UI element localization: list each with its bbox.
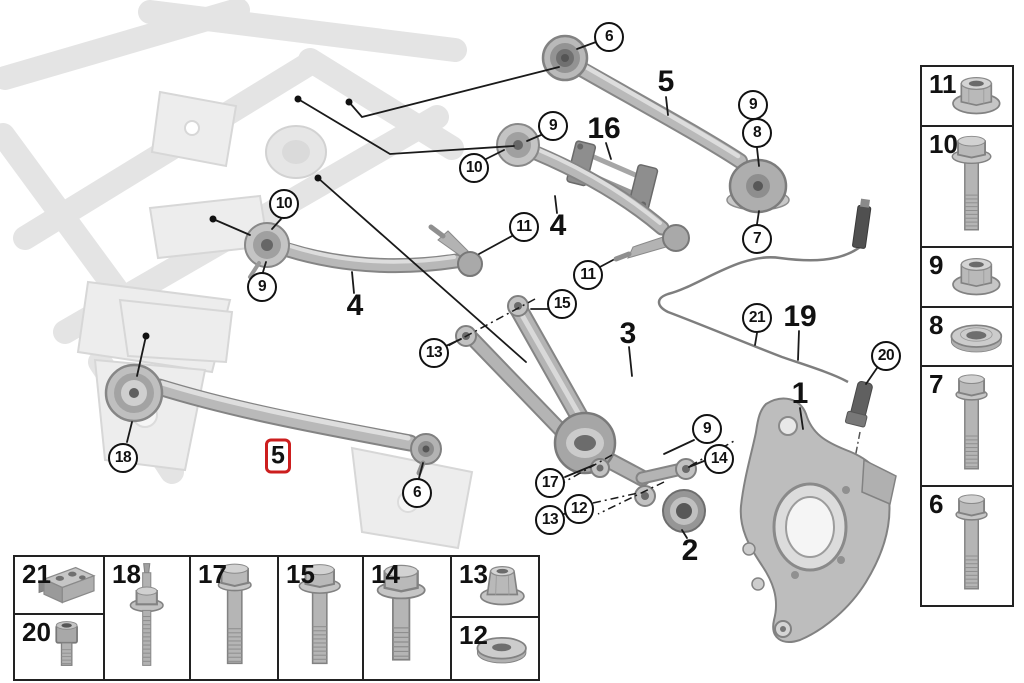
fastener-box-label: 9 (929, 250, 944, 280)
fastener-box-label: 17 (198, 559, 227, 589)
part-label-1[interactable]: 1 (791, 377, 809, 410)
camber-arm-right-shape (496, 123, 690, 262)
fastener-box-21[interactable]: 21 (13, 555, 105, 615)
fastener-box-label: 20 (22, 617, 51, 647)
mount-point-dots (142, 95, 353, 340)
fastener-icon-wrap (32, 619, 101, 676)
fastener-icon-wrap (933, 371, 1010, 482)
fastener-box-15[interactable]: 15 (277, 555, 364, 681)
lower-control-arm-shape (455, 295, 697, 507)
fastener-icon-wrap (34, 558, 101, 613)
fastener-box-label: 21 (22, 559, 51, 589)
flange-bolt-long-icon (298, 564, 341, 665)
fastener-box-13[interactable]: 13 (450, 555, 540, 618)
trailing-arm-upper-shape (541, 34, 790, 214)
fastener-icon-wrap (354, 560, 448, 677)
hex-bolt-long-icon (955, 374, 988, 470)
fastener-icon-wrap (943, 309, 1010, 364)
callout-circle-21[interactable]: 21 (742, 303, 772, 333)
flange-nut-icon (952, 258, 1001, 296)
flange-bolt-medium-icon (376, 564, 426, 661)
callout-circle-6[interactable]: 6 (402, 478, 432, 508)
hex-bolt-long-icon (955, 494, 988, 590)
fastener-box-10[interactable]: 10 (920, 125, 1014, 248)
flange-nut-icon (952, 77, 1001, 115)
callout-circle-15[interactable]: 15 (547, 289, 577, 319)
callout-circle-9[interactable]: 9 (738, 90, 768, 120)
rear-subframe-shape (0, 0, 474, 550)
callout-circle-11[interactable]: 11 (509, 212, 539, 242)
callout-circle-9[interactable]: 9 (692, 414, 722, 444)
fastener-box-label: 15 (286, 559, 315, 589)
fastener-box-17[interactable]: 17 (189, 555, 279, 681)
stud-long-icon (129, 563, 164, 666)
callout-circle-13[interactable]: 13 (419, 338, 449, 368)
fastener-icon-wrap (943, 69, 1010, 124)
callout-circle-18[interactable]: 18 (108, 443, 138, 473)
fastener-icon-wrap (467, 620, 536, 677)
fastener-box-label: 18 (112, 559, 141, 589)
part-label-4[interactable]: 4 (346, 289, 364, 322)
callout-circle-10[interactable]: 10 (269, 189, 299, 219)
fastener-box-label: 11 (929, 69, 957, 99)
wheel-carrier-shape (739, 397, 897, 643)
callout-circle-14[interactable]: 14 (704, 444, 734, 474)
fastener-box-label: 13 (459, 559, 488, 589)
callout-circle-17[interactable]: 17 (535, 468, 565, 498)
flange-bolt-long-icon (951, 135, 992, 231)
callout-circle-9[interactable]: 9 (538, 111, 568, 141)
part-label-2[interactable]: 2 (681, 534, 699, 567)
part-label-3[interactable]: 3 (619, 317, 637, 350)
callout-circle-6[interactable]: 6 (594, 22, 624, 52)
callout-circle-8[interactable]: 8 (742, 118, 772, 148)
abs-sensor-cable-shape (657, 198, 873, 506)
fastener-box-label: 12 (459, 620, 488, 650)
part-label-16[interactable]: 16 (587, 112, 621, 145)
fastener-icon-wrap (933, 491, 1010, 602)
fastener-box-7[interactable]: 7 (920, 365, 1014, 487)
callout-circle-9[interactable]: 9 (247, 272, 277, 302)
fastener-box-label: 10 (929, 129, 958, 159)
cable-connector-shape (852, 198, 872, 249)
fastener-box-label: 7 (929, 369, 944, 399)
washer-large-icon (950, 324, 1003, 352)
cable-holder-icon (38, 566, 96, 604)
fastener-box-9[interactable]: 9 (920, 246, 1014, 308)
callout-circle-7[interactable]: 7 (742, 224, 772, 254)
fastener-box-20[interactable]: 20 (13, 613, 105, 681)
callout-circle-20[interactable]: 20 (871, 341, 901, 371)
socket-screw-icon (55, 621, 78, 666)
fastener-box-14[interactable]: 14 (362, 555, 452, 681)
fastener-icon-wrap (469, 559, 536, 614)
fastener-box-label: 14 (371, 559, 400, 589)
hex-bolt-long-icon (217, 563, 252, 665)
fastener-box-6[interactable]: 6 (920, 485, 1014, 607)
fastener-icon-wrap (279, 560, 360, 677)
highlighted-part-label-5[interactable]: 5 (265, 438, 291, 474)
fastener-icon-wrap (943, 250, 1010, 305)
flange-locknut-icon (480, 565, 526, 605)
fastener-icon-wrap (933, 131, 1010, 242)
camber-arm-left-shape (244, 222, 483, 279)
fastener-icon-wrap (106, 560, 187, 677)
fastener-box-label: 8 (929, 310, 944, 340)
fastener-box-18[interactable]: 18 (103, 555, 191, 681)
washer-flat-icon (476, 636, 527, 663)
wheel-speed-sensor-shape (844, 380, 873, 428)
fastener-box-11[interactable]: 11 (920, 65, 1014, 127)
fastener-box-label: 6 (929, 489, 944, 519)
fastener-box-8[interactable]: 8 (920, 306, 1014, 367)
callout-circle-11[interactable]: 11 (573, 260, 603, 290)
part-label-5[interactable]: 5 (657, 65, 675, 98)
callout-circle-10[interactable]: 10 (459, 153, 489, 183)
part-label-4[interactable]: 4 (549, 209, 567, 242)
bushing-shape (662, 489, 706, 533)
guiding-link-shape (104, 363, 442, 476)
fastener-box-12[interactable]: 12 (450, 616, 540, 681)
callout-circle-12[interactable]: 12 (564, 494, 594, 524)
part-label-19[interactable]: 19 (783, 300, 817, 333)
fastener-icon-wrap (194, 560, 275, 677)
callout-circle-13[interactable]: 13 (535, 505, 565, 535)
